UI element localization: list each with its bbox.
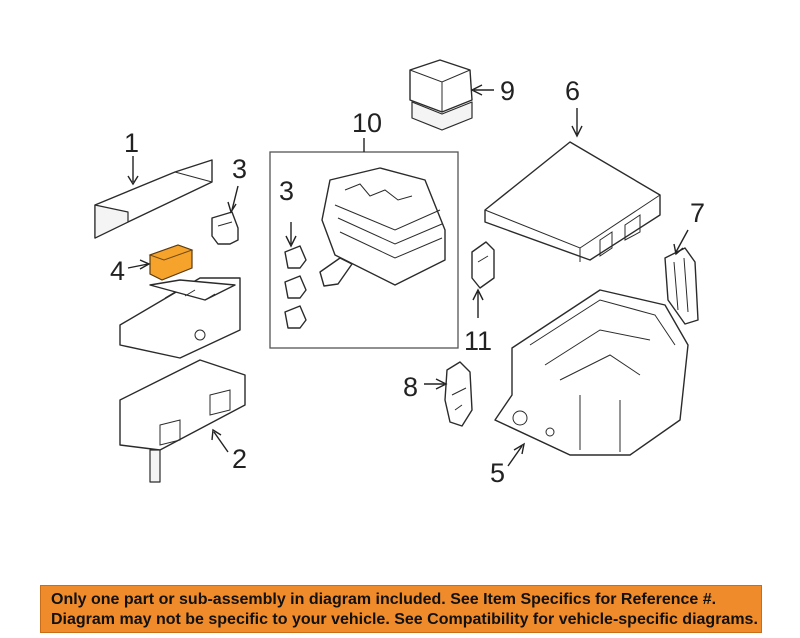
part-10-fuse-block[interactable] xyxy=(319,167,446,287)
callout-5: 5 xyxy=(490,458,505,488)
part-3-fuse-left[interactable] xyxy=(211,211,239,245)
callout-10: 10 xyxy=(352,108,382,138)
part-11-clip[interactable] xyxy=(471,241,495,289)
part-7-bracket[interactable] xyxy=(664,247,699,325)
callout-7: 7 xyxy=(690,198,705,228)
disclaimer-line-2: Diagram may not be specific to your vehi… xyxy=(51,611,758,628)
parts-diagram: 1 2 3 4 10 xyxy=(94,59,705,488)
part-1-cover[interactable] xyxy=(94,159,213,239)
callout-11: 11 xyxy=(464,326,492,356)
disclaimer-banner: Only one part or sub-assembly in diagram… xyxy=(40,585,762,633)
part-3-fuses-center[interactable] xyxy=(284,245,307,329)
disclaimer-line-1: Only one part or sub-assembly in diagram… xyxy=(51,591,717,608)
callout-9: 9 xyxy=(500,76,515,106)
part-6-main-cover[interactable] xyxy=(484,141,661,262)
part-4-relay-highlighted[interactable] xyxy=(148,244,194,281)
part-9-relay[interactable] xyxy=(409,59,473,131)
callout-8: 8 xyxy=(403,372,418,402)
callout-1: 1 xyxy=(124,128,139,158)
callout-4: 4 xyxy=(110,256,125,286)
callout-3-left: 3 xyxy=(232,154,247,184)
part-5-lower-case[interactable] xyxy=(494,289,689,456)
callout-2: 2 xyxy=(232,444,247,474)
callout-6: 6 xyxy=(565,76,580,106)
part-2-relay-box[interactable] xyxy=(119,277,246,483)
callout-3-center: 3 xyxy=(279,176,294,206)
part-8-bracket[interactable] xyxy=(444,361,473,427)
